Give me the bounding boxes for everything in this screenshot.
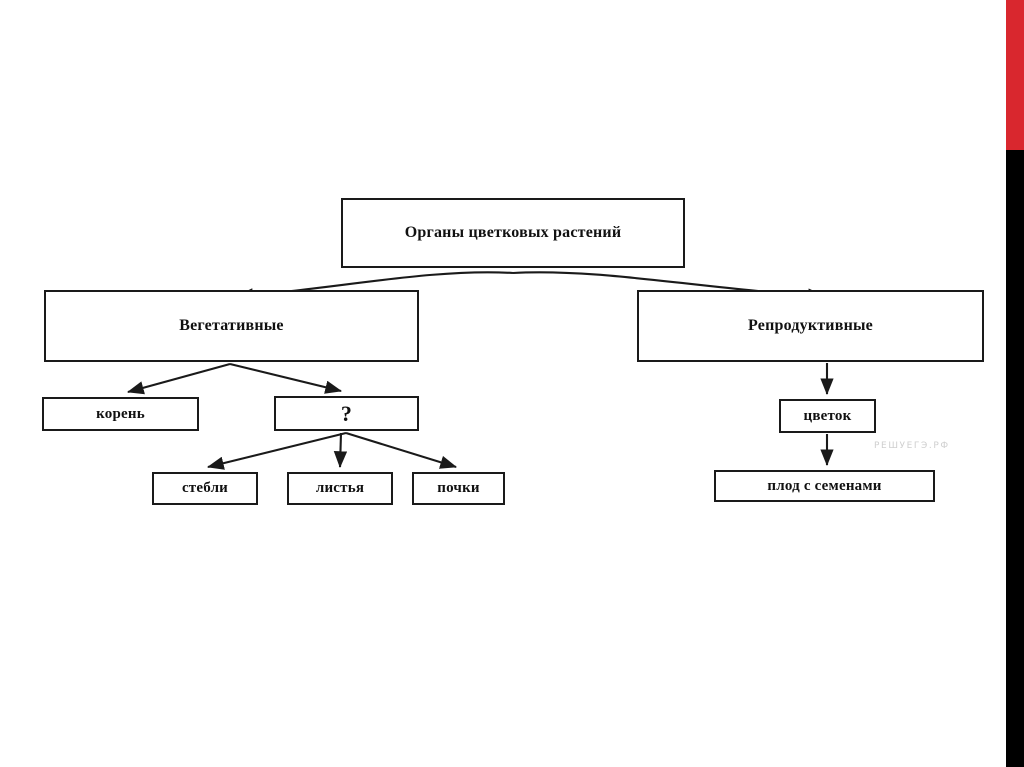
node-vegetative[interactable]: Вегетативные	[44, 290, 419, 362]
accent-bar-black	[1006, 150, 1024, 767]
node-stems[interactable]: стебли	[152, 472, 258, 505]
node-label: стебли	[181, 480, 229, 496]
node-label: Органы цветковых растений	[404, 224, 622, 241]
node-unknown-placeholder[interactable]: ?	[274, 396, 419, 431]
node-label: ?	[340, 400, 353, 426]
edge-unknown-to-buds	[345, 431, 458, 469]
node-label: корень	[96, 405, 145, 422]
node-leaves[interactable]: листья	[287, 472, 393, 505]
edge-vegetative-to-unknown	[229, 362, 343, 394]
edge-vegetative-to-root-organ	[126, 362, 231, 395]
accent-bar-red	[1006, 0, 1024, 150]
watermark: РЕШУЕГЭ.РФ	[874, 441, 950, 451]
node-organs-of-flowering-plants[interactable]: Органы цветковых растений	[341, 198, 685, 268]
node-root-organ[interactable]: корень	[42, 397, 199, 431]
node-label: плод с семенами	[767, 477, 882, 494]
edge-unknown-to-stems	[206, 431, 347, 470]
node-label: почки	[437, 480, 480, 496]
node-label: Вегетативные	[179, 317, 284, 334]
edge-unknown-to-leaves	[333, 432, 348, 469]
node-buds[interactable]: почки	[412, 472, 505, 505]
node-label: цветок	[803, 407, 852, 424]
node-reproductive[interactable]: Репродуктивные	[637, 290, 984, 362]
node-fruit-with-seeds[interactable]: плод с семенами	[714, 470, 935, 502]
node-flower[interactable]: цветок	[779, 399, 876, 433]
node-label: Репродуктивные	[748, 317, 873, 334]
node-label: листья	[315, 480, 365, 496]
